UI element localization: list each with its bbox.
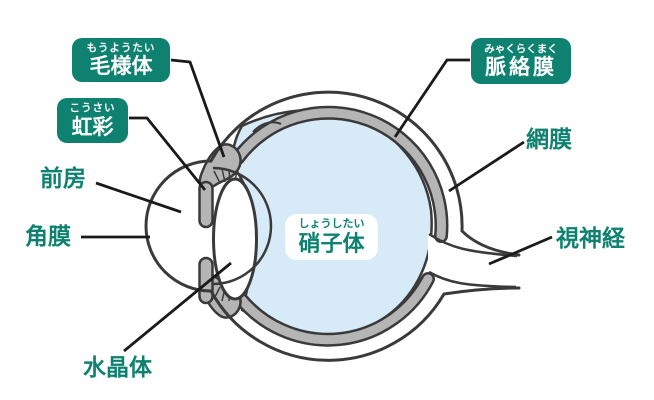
- cornea-inner-arc: [212, 166, 273, 286]
- pointer-line-lens: [123, 261, 232, 353]
- pointer-line-ciliary-body: [170, 58, 226, 158]
- pointer-line-iris: [129, 116, 207, 191]
- pointer-line-choroid: [393, 58, 470, 138]
- ora-serrata-detail: [252, 121, 282, 133]
- label-ciliary-body-furigana: もうようたい: [86, 41, 156, 54]
- label-choroid-furigana: みゃくらくまく: [484, 42, 558, 55]
- sclera-outline-upper: [209, 90, 521, 257]
- label-ciliary-body: もうようたい 毛様体: [72, 38, 170, 82]
- label-choroid-text: 脈絡膜: [485, 56, 557, 80]
- label-iris: こうさい 虹彩: [57, 98, 128, 143]
- label-lens: 水晶体: [83, 354, 152, 380]
- optic-nerve-upper-line: [428, 232, 518, 258]
- choroid-ring-lower: [236, 274, 433, 345]
- label-vitreous-body: しょうしたい 硝子体: [285, 214, 378, 260]
- pointer-line-optic-nerve: [488, 235, 553, 266]
- label-cornea: 角膜: [25, 223, 71, 249]
- pointer-line-retina: [448, 140, 525, 193]
- label-anterior-chamber: 前房: [40, 165, 86, 191]
- label-optic-nerve: 視神経: [556, 225, 625, 251]
- label-retina: 網膜: [526, 126, 572, 152]
- label-vitreous-body-furigana: しょうしたい: [298, 218, 365, 230]
- iris-upper-shape: [198, 180, 214, 229]
- label-choroid: みゃくらくまく 脈絡膜: [471, 38, 571, 84]
- optic-nerve-lower-line: [428, 270, 517, 289]
- label-vitreous-body-text: 硝子体: [298, 231, 365, 256]
- pointer-line-anterior-chamber: [95, 181, 182, 214]
- label-iris-text: 虹彩: [71, 115, 114, 139]
- choroid-ring-upper: [233, 108, 446, 241]
- label-iris-furigana: こうさい: [69, 102, 116, 115]
- label-ciliary-body-text: 毛様体: [89, 55, 153, 79]
